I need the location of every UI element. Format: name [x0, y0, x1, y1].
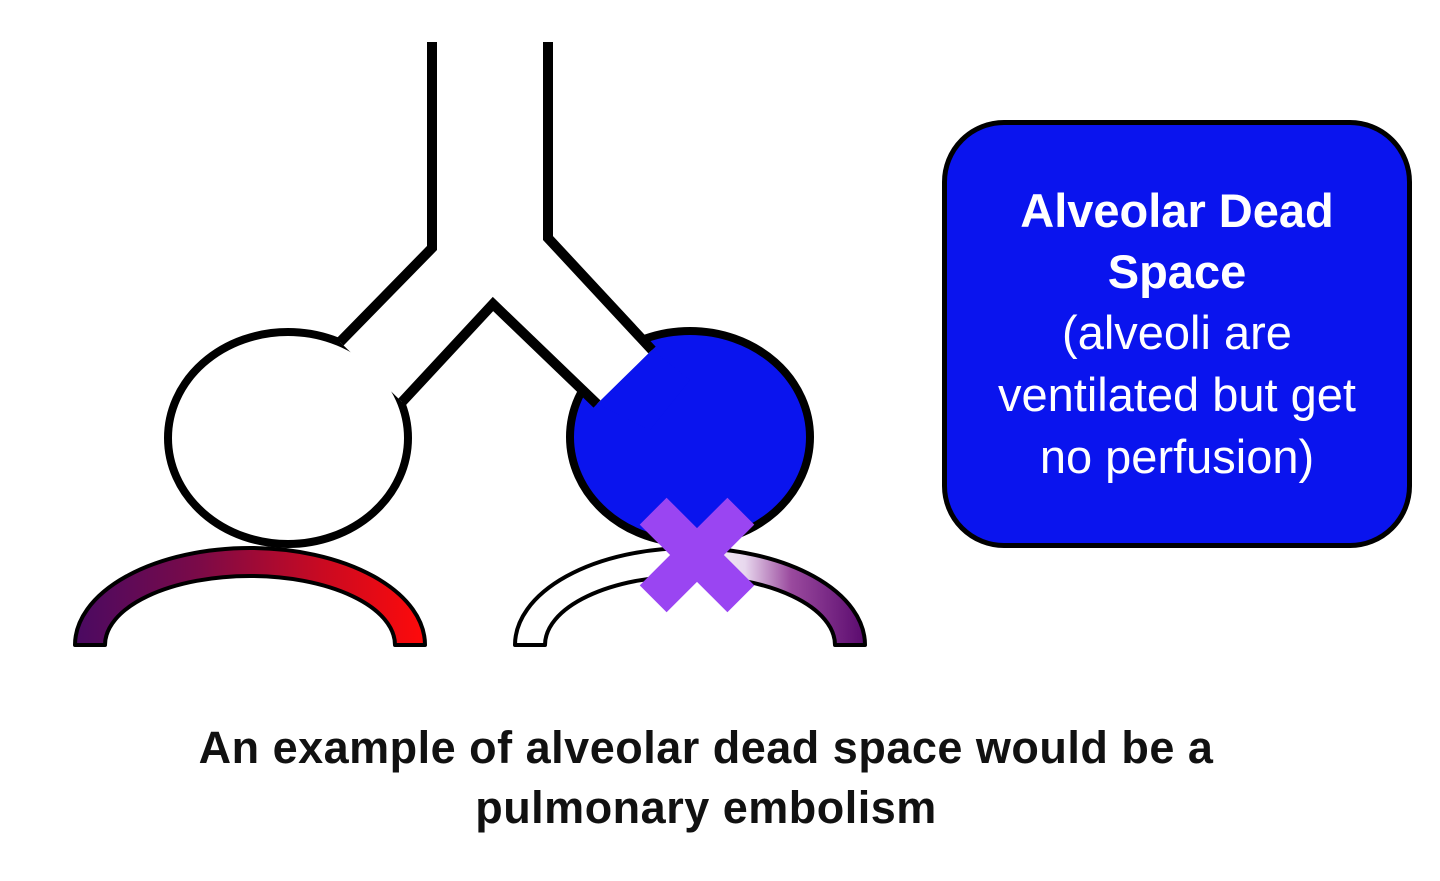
dead-space-label-box: Alveolar Dead Space (alveoli are ventila… — [942, 120, 1412, 548]
embolism-x-icon — [639, 497, 755, 613]
blocked-capillary — [513, 546, 867, 647]
label-description: (alveoli are ventilated but get no perfu… — [998, 306, 1356, 483]
label-title: Alveolar Dead Space — [1020, 184, 1334, 298]
airway-right-wall — [543, 42, 656, 354]
perfused-capillary — [73, 546, 427, 647]
airway-entry-fill — [597, 350, 690, 430]
airway-inner-wall — [398, 296, 601, 408]
airway-lumen — [340, 42, 652, 404]
left-alveolus — [164, 328, 412, 548]
airway-left-wall — [336, 42, 437, 346]
caption: An example of alveolar dead space would … — [198, 722, 1214, 833]
